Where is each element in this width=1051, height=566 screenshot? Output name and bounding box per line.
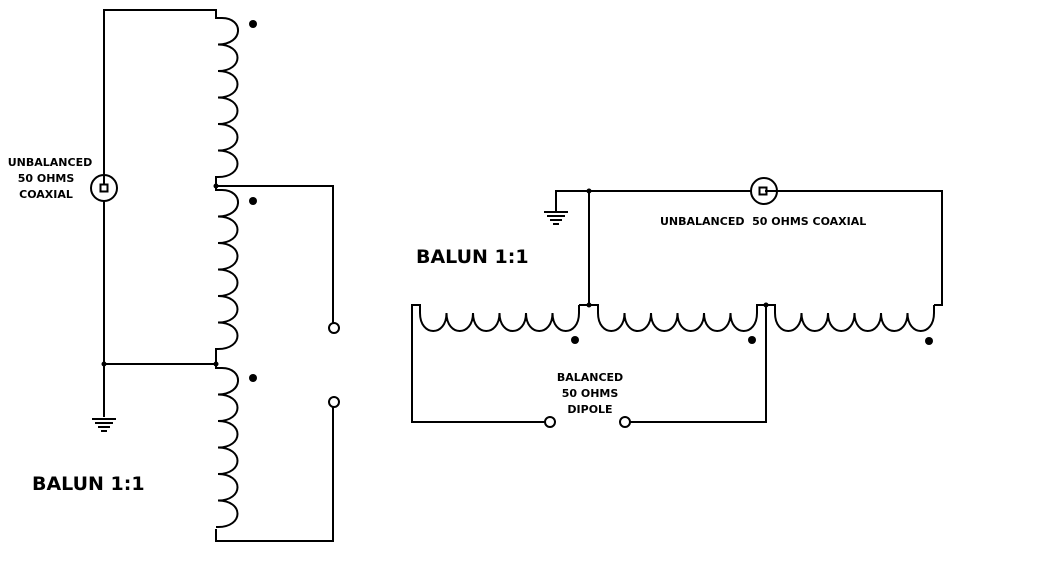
coaxial-connector-icon: [90, 174, 118, 202]
dipole-terminal-icon: [544, 416, 556, 428]
left-center-tap-wire: [215, 185, 334, 323]
left-coax-label-line3: COAXIAL: [19, 188, 73, 201]
left-schematic-title: BALUN 1:1: [32, 473, 145, 495]
right-coax-label: UNBALANCED 50 OHMS COAXIAL: [660, 215, 866, 228]
dipole-terminal-icon: [328, 396, 340, 408]
junction-dot: [586, 302, 592, 308]
right-coax-right-wire: [776, 190, 943, 306]
left-coax-label-line1: UNBALANCED: [8, 156, 92, 169]
right-dipole-label-line3: DIPOLE: [567, 403, 612, 416]
coil-winding-section: [215, 364, 239, 528]
right-right-loop-wire: [629, 304, 767, 423]
polarity-dot: [249, 374, 257, 382]
right-ground-wire: [555, 190, 752, 211]
junction-dot: [213, 183, 219, 189]
polarity-dot: [925, 337, 933, 345]
junction-dot: [763, 302, 769, 308]
left-schematic: UNBALANCED 50 OHMS COAXIAL BALUN 1:1: [8, 9, 340, 542]
coil-winding-section: [774, 305, 935, 332]
right-winding: [419, 305, 935, 332]
dipole-terminal-icon: [328, 322, 340, 334]
ground-icon: [92, 418, 116, 432]
dipole-terminal-icon: [619, 416, 631, 428]
ground-icon: [544, 211, 568, 225]
coil-winding-section: [597, 305, 758, 332]
right-dipole-label-line1: BALANCED: [557, 371, 623, 384]
coaxial-connector-icon: [750, 177, 778, 205]
junction-dot: [213, 361, 219, 367]
polarity-dot: [249, 197, 257, 205]
left-coax-label-line2: 50 OHMS: [18, 172, 75, 185]
coil-winding-section: [215, 17, 239, 186]
right-schematic: UNBALANCED 50 OHMS COAXIAL BALUN 1:1 BAL…: [411, 177, 943, 428]
left-winding: [215, 17, 239, 528]
coil-winding-section: [419, 305, 580, 332]
polarity-dot: [571, 336, 579, 344]
right-left-loop-wire: [411, 304, 546, 423]
junction-dot: [586, 188, 592, 194]
junction-dot: [101, 361, 107, 367]
right-dipole-label-line2: 50 OHMS: [562, 387, 619, 400]
left-bottom-wire: [215, 407, 334, 542]
polarity-dot: [748, 336, 756, 344]
right-schematic-title: BALUN 1:1: [416, 246, 529, 268]
coil-winding-section: [215, 186, 239, 364]
left-top-wire: [103, 9, 217, 19]
polarity-dot: [249, 20, 257, 28]
